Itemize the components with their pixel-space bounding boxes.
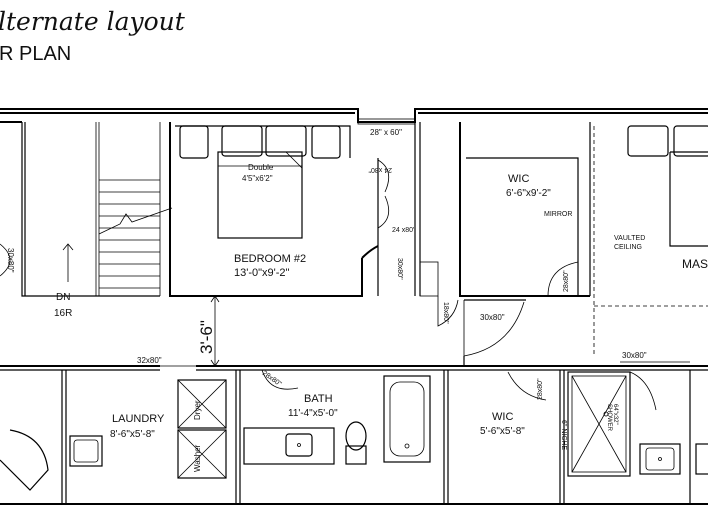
window-top: 28" x 60" [357,118,416,137]
bedroom-2: Double 4'5"x6'2" BEDROOM #2 13'-0"x9'-2" [169,122,379,297]
closet-door-b-label: 24 x80" [392,227,416,234]
bath-door-label: 28x80" [261,370,283,388]
wic-2: 28x80" WIC 5'-6"x5'-8" [480,371,547,437]
plan-title: lternate layout [0,7,186,36]
bedroom-2-name: BEDROOM #2 [234,253,306,265]
shower-size-label: 64"x32" [612,404,618,425]
master-bedroom: VAULTED CEILING MAST [593,125,708,356]
bed-label: Double [248,163,274,172]
window-top-label: 28" x 60" [370,128,402,137]
wic-2-dims: 5'-6"x5'-8" [480,426,525,437]
door-30x80-label: 30x80" [396,258,403,280]
wic-1-dims: 6'-6"x9'-2" [506,188,551,199]
shower-label: SHOWER [606,404,612,432]
exterior-walls [0,108,708,505]
door-30x80-hall: 30x80" [463,299,526,366]
laundry-dims: 8'-6"x5'-8" [110,429,155,440]
hall-width-label: 3'-6" [197,320,216,354]
wic-1: WIC 6'-6"x9'-2" MIRROR 28x80" [459,122,591,297]
stair-risers: 16R [54,308,72,319]
bedroom-2-dims: 13'-0"x9'-2" [234,267,290,279]
bed-size: 4'5"x6'2" [242,174,273,183]
laundry: LAUNDRY 8'-6"x5'-8" Dryer Washer [0,379,227,491]
closet: 24 x80" 24 x80" 30x80" [368,122,439,297]
bath-dims: 11'-4"x5'-0" [288,408,338,419]
door-left-label: 30x80" [6,248,15,273]
dryer-label: Dryer [193,400,202,420]
bath: 28x80" BATH 11'-4"x5'-0" [243,369,431,465]
closet-door-a-label: 24 x80" [368,166,392,173]
niche-label: 6" NICHE [560,420,567,450]
door-30x80-hall-label: 30x80" [480,313,505,322]
washer-label: Washer [193,444,202,472]
stair-direction: DN [56,292,70,303]
stairs: DN 16R 30x80" [0,121,173,319]
master-name: MAST [682,257,708,271]
mirror-label: MIRROR [544,211,572,218]
vaulted-label-2: CEILING [614,244,642,251]
lower-walls [0,365,708,504]
wic-2-name: WIC [492,411,513,423]
laundry-name: LAUNDRY [112,413,165,425]
door-30x80-master-label: 30x80" [622,351,647,360]
door-18x80-label: 18x80" [442,302,449,324]
wic-2-door-label: 28x80" [537,378,544,400]
plan-subtitle: R PLAN [0,43,71,65]
door-32x80: 32x80" [137,356,196,367]
wic-1-name: WIC [508,173,529,185]
door-32x80-label: 32x80" [137,356,162,365]
bath-name: BATH [304,393,333,405]
door-18x80: 18x80" [437,296,459,327]
wic-1-door-label: 28x80" [563,270,570,292]
hall-width-dimension: 3'-6" [197,295,220,367]
vaulted-label-1: VAULTED [614,235,645,242]
shower: 6" NICHE SHOWER 64"x32" 30x80" [560,351,708,477]
